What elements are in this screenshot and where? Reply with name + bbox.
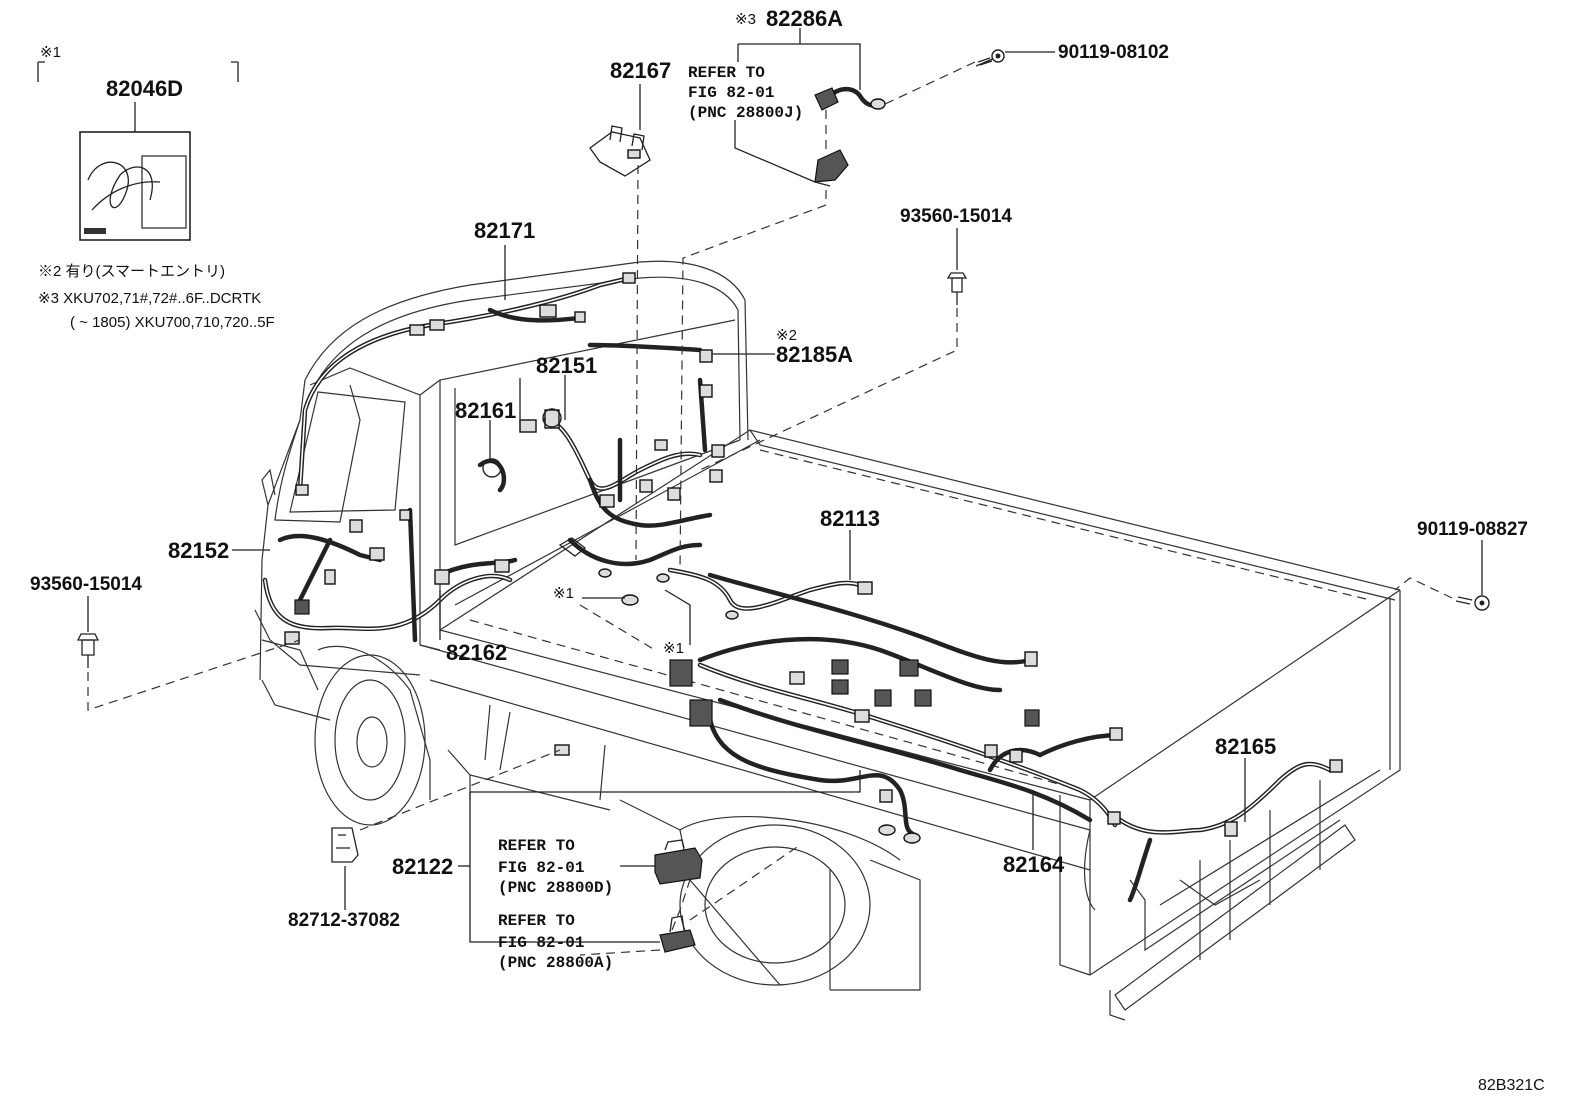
- bracket-82712-37082[interactable]: [331, 827, 359, 863]
- part-label-82152[interactable]: 82152: [168, 538, 229, 563]
- relay-28800A[interactable]: [659, 915, 696, 953]
- bolt-90119-08102[interactable]: [975, 49, 1005, 67]
- part-label-82167[interactable]: 82167: [610, 58, 671, 83]
- diagram-id: 82B321C: [1478, 1077, 1545, 1094]
- refer-to-28800A[interactable]: REFER TO FIG 82-01 (PNC 28800A): [498, 912, 613, 972]
- wire-harness-group: [262, 86, 1333, 903]
- mark-1-a: ※1: [553, 585, 574, 602]
- ref-a-line1: REFER TO: [498, 912, 575, 930]
- mark-2: ※2: [776, 327, 797, 344]
- part-label-90119-08827[interactable]: 90119-08827: [1417, 519, 1528, 540]
- bolt-93560-15014-top[interactable]: [946, 272, 968, 305]
- part-labels: 82167 ※3 82286A 90119-08102 93560-15014 …: [30, 6, 1528, 931]
- ref-d-line1: REFER TO: [498, 837, 575, 855]
- part-label-82113[interactable]: 82113: [820, 506, 880, 531]
- footnote-2: ※2 有り(スマートエントリ): [38, 263, 225, 280]
- mark-3: ※3: [735, 11, 756, 28]
- part-label-82122[interactable]: 82122: [392, 854, 453, 879]
- part-label-82162[interactable]: 82162: [446, 640, 507, 665]
- connectors: [284, 272, 1343, 844]
- kit-82046D[interactable]: ※1 82046D: [37, 44, 239, 241]
- refer-to-28800J[interactable]: REFER TO FIG 82-01 (PNC 28800J): [688, 64, 803, 122]
- refer-to-28800D[interactable]: REFER TO FIG 82-01 (PNC 28800D): [498, 837, 613, 897]
- bolt-90119-08827[interactable]: [1455, 595, 1490, 611]
- part-label-82151[interactable]: 82151: [536, 353, 597, 378]
- sensor-82286A[interactable]: [814, 87, 886, 187]
- bolt-93560-15014-left[interactable]: [76, 633, 100, 668]
- part-label-82164[interactable]: 82164: [1003, 852, 1065, 877]
- mark-1-b: ※1: [663, 640, 684, 657]
- ref-a-line3: (PNC 28800A): [498, 954, 613, 972]
- truck-body-outline: [254, 260, 1401, 1021]
- ref-j-line3: (PNC 28800J): [688, 104, 803, 122]
- part-label-82171[interactable]: 82171: [474, 218, 535, 243]
- footnote-mark-1: ※1: [40, 44, 61, 61]
- part-label-93560-15014-left[interactable]: 93560-15014: [30, 574, 142, 595]
- part-label-90119-08102[interactable]: 90119-08102: [1058, 42, 1169, 63]
- leader-lines: [87, 28, 1483, 956]
- bracket-82167[interactable]: [589, 125, 651, 177]
- ref-d-line3: (PNC 28800D): [498, 879, 613, 897]
- part-label-82712-37082[interactable]: 82712-37082: [288, 910, 400, 931]
- part-label-82185A[interactable]: 82185A: [776, 342, 853, 367]
- part-label-93560-15014-top[interactable]: 93560-15014: [900, 206, 1012, 227]
- part-label-82165[interactable]: 82165: [1215, 734, 1276, 759]
- part-label-82046D[interactable]: 82046D: [106, 76, 183, 101]
- ref-j-line2: FIG 82-01: [688, 84, 774, 102]
- relay-28800D[interactable]: [654, 839, 703, 885]
- ref-d-line2: FIG 82-01: [498, 859, 584, 877]
- part-label-82161[interactable]: 82161: [455, 398, 516, 423]
- footnote-3-line1: ※3 XKU702,71#,72#..6F..DCRTK: [38, 290, 261, 307]
- footnote-3-line2: ( ~ 1805) XKU700,710,720..5F: [70, 314, 275, 331]
- part-label-82286A[interactable]: 82286A: [766, 6, 843, 31]
- ref-a-line2: FIG 82-01: [498, 934, 584, 952]
- ref-j-line1: REFER TO: [688, 64, 765, 82]
